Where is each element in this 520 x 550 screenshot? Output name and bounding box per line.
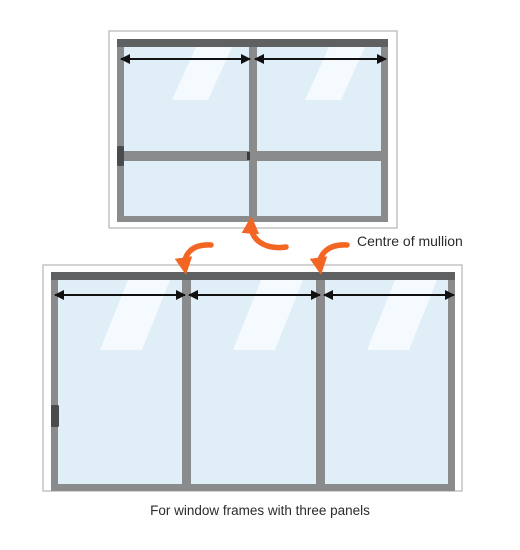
mullion-latch [247,152,250,160]
annotation-label: Centre of mullion [357,233,463,249]
frame-head [51,272,455,280]
two-panel-window [108,30,398,229]
figure-caption: For window frames with three panels [150,503,370,518]
glass-pane [124,161,249,216]
handle-icon [51,405,59,427]
glass-pane [257,161,381,216]
curved-arrow-icon [309,242,350,275]
frame-head [117,39,388,47]
handle-icon [117,146,124,166]
curved-arrow-icon [241,215,289,251]
curved-arrow-icon [174,242,214,275]
mullion-pointers [174,215,350,275]
three-panel-window [42,264,463,492]
